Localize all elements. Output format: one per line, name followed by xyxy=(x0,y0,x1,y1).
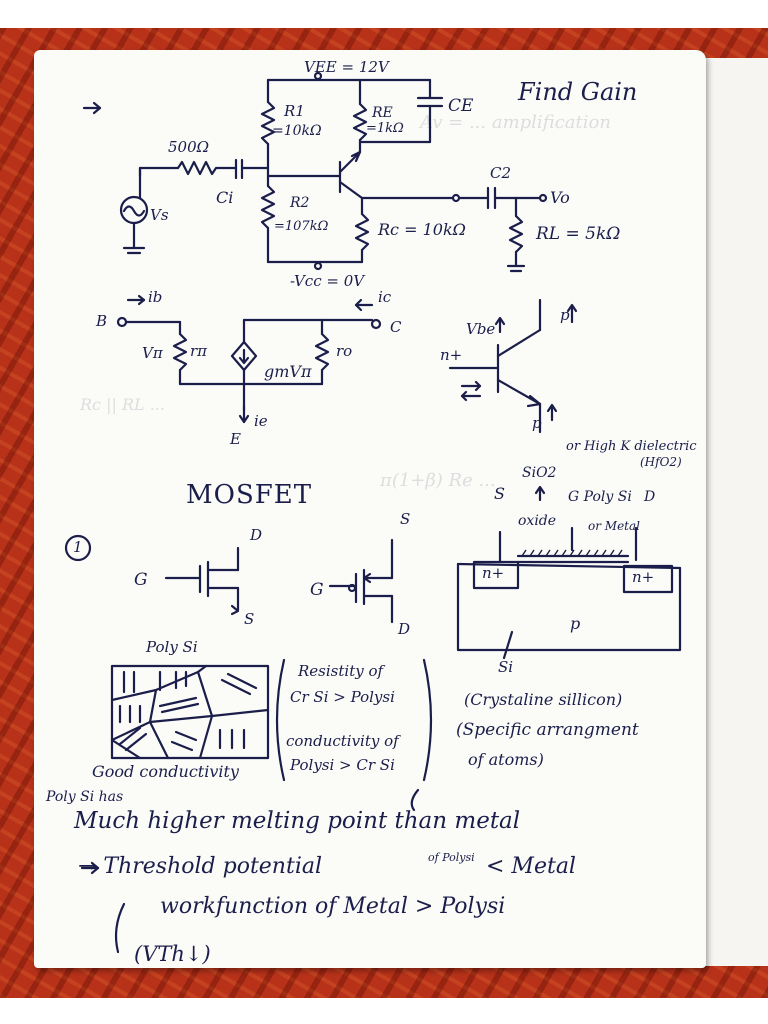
r2-label: R2 xyxy=(290,195,310,211)
sio2-label: SiO2 xyxy=(522,465,557,481)
conductivity-note-1: conductivity of xyxy=(286,732,399,750)
threshold-note-c: < Metal xyxy=(486,854,576,879)
workfunction-note: workfunction of Metal > Polysi xyxy=(160,894,506,919)
find-gain-heading: Find Gain xyxy=(518,78,638,106)
rc-label: Rc = 10kΩ xyxy=(378,220,466,239)
p-label-top: p xyxy=(560,306,570,324)
nplus-label: n+ xyxy=(440,346,463,364)
ro-label: ro xyxy=(336,342,353,360)
good-conductivity-note: Good conductivity xyxy=(92,762,239,781)
gate-label-2: G xyxy=(310,580,324,600)
show-through-text: Rc || RL ... xyxy=(80,395,165,414)
rs-label: 500Ω xyxy=(168,138,210,156)
crystalline-note-1: (Crystaline sillicon) xyxy=(464,690,623,709)
source-label: S xyxy=(244,610,255,628)
crystalline-note-2: (Specific arrangment xyxy=(456,720,639,740)
vee-label: VEE = 12V xyxy=(304,58,389,76)
mosfet-title: MOSFET xyxy=(186,480,313,510)
gate-label: G xyxy=(134,570,148,590)
c2-label: C2 xyxy=(490,164,512,182)
vcc-label: -Vcc = 0V xyxy=(290,272,365,290)
ce-label: CE xyxy=(448,96,474,116)
rl-label: RL = 5kΩ xyxy=(536,224,621,244)
show-through-text: π(1+β) Re ... xyxy=(380,470,496,491)
vs-label: Vs xyxy=(150,206,169,224)
gm-label: gmVπ xyxy=(264,362,312,381)
gate-poly-label: G Poly Si xyxy=(568,489,632,505)
cs-drain-label: D xyxy=(644,489,656,505)
r1-label: R1 xyxy=(284,102,305,120)
ib-label: ib xyxy=(148,288,163,306)
resistivity-note-2: Cr Si > Polysi xyxy=(290,688,395,706)
emitter-label: E xyxy=(230,430,241,448)
vo-label: Vo xyxy=(550,188,570,207)
resistivity-note-1: Resistity of xyxy=(298,662,384,680)
ci-label: Ci xyxy=(216,188,234,207)
nplus-drain: n+ xyxy=(632,568,655,586)
cs-source-label: S xyxy=(494,484,505,503)
p-substrate-label: p xyxy=(570,614,581,633)
or-metal-label: or Metal xyxy=(588,519,640,533)
r2-value: =107kΩ xyxy=(274,219,329,234)
threshold-note-a: → Threshold potential xyxy=(78,854,323,879)
poly-si-label: Poly Si xyxy=(146,638,198,656)
p-label-bottom: p xyxy=(532,414,542,432)
base-label: B xyxy=(96,312,108,330)
melting-point-note: Much higher melting point than metal xyxy=(74,808,521,834)
vbe-label: Vbe xyxy=(466,320,496,338)
high-k-label: or High K dielectric xyxy=(566,439,697,454)
si-label: Si xyxy=(498,658,514,676)
re-value: =1kΩ xyxy=(366,121,404,136)
rpi-label: rπ xyxy=(190,342,208,360)
ic-label: ic xyxy=(378,288,392,306)
polysi-has-note: Poly Si has xyxy=(46,789,124,805)
vpi-label: Vπ xyxy=(142,344,163,362)
crystalline-note-3: of atoms) xyxy=(468,750,544,769)
ie-label: ie xyxy=(254,412,268,430)
collector-label: C xyxy=(390,318,402,336)
item-number: 1 xyxy=(73,538,83,556)
threshold-note-b: of Polysi xyxy=(428,851,475,864)
nplus-source: n+ xyxy=(482,564,505,582)
r1-value: =10kΩ xyxy=(272,123,322,139)
show-through-text: Av = ... amplification xyxy=(420,112,611,133)
oxide-label: oxide xyxy=(518,513,557,529)
hfo2-label: (HfO2) xyxy=(640,455,682,469)
re-label: RE xyxy=(372,105,393,121)
drain-label: D xyxy=(250,526,263,544)
source-label-2: S xyxy=(400,510,411,528)
vth-note: (VTh↓) xyxy=(134,942,211,966)
drain-label-2: D xyxy=(398,620,411,638)
conductivity-note-2: Polysi > Cr Si xyxy=(290,756,395,774)
